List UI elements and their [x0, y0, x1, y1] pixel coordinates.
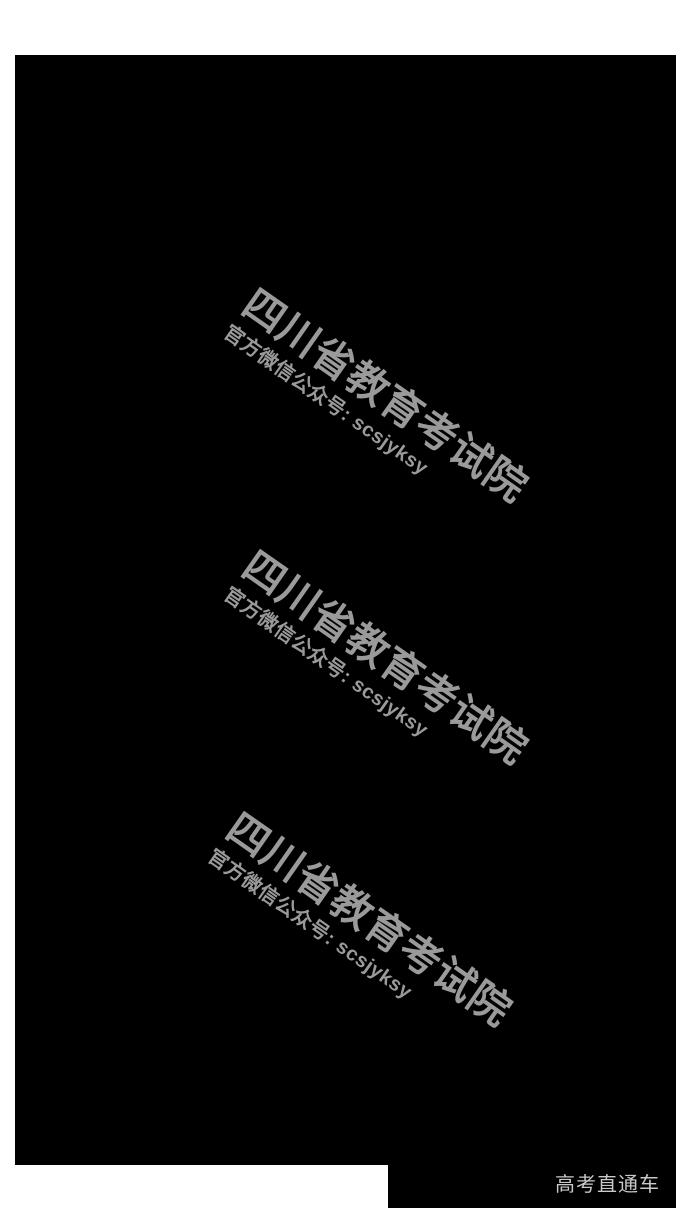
- watermark-3: 四川省教育考试院 官方微信公众号: scsjyksy: [203, 804, 520, 1055]
- watermark-title: 四川省教育考试院: [234, 280, 536, 511]
- watermark-1: 四川省教育考试院 官方微信公众号: scsjyksy: [219, 280, 536, 531]
- watermark-2: 四川省教育考试院 官方微信公众号: scsjyksy: [219, 542, 536, 793]
- watermark-subtitle: 官方微信公众号: scsjyksy: [219, 583, 433, 742]
- video-frame[interactable]: 四川省教育考试院 官方微信公众号: scsjyksy 四川省教育考试院 官方微信…: [15, 55, 676, 1165]
- watermark-title: 四川省教育考试院: [234, 542, 536, 773]
- watermark-layer: 四川省教育考试院 官方微信公众号: scsjyksy 四川省教育考试院 官方微信…: [15, 55, 676, 1165]
- video-frame-footer-bar: 高考直通车: [388, 1165, 676, 1208]
- watermark-title: 四川省教育考试院: [218, 804, 520, 1035]
- watermark-subtitle: 官方微信公众号: scsjyksy: [203, 845, 417, 1004]
- channel-label: 高考直通车: [555, 1174, 660, 1196]
- watermark-subtitle: 官方微信公众号: scsjyksy: [219, 321, 433, 480]
